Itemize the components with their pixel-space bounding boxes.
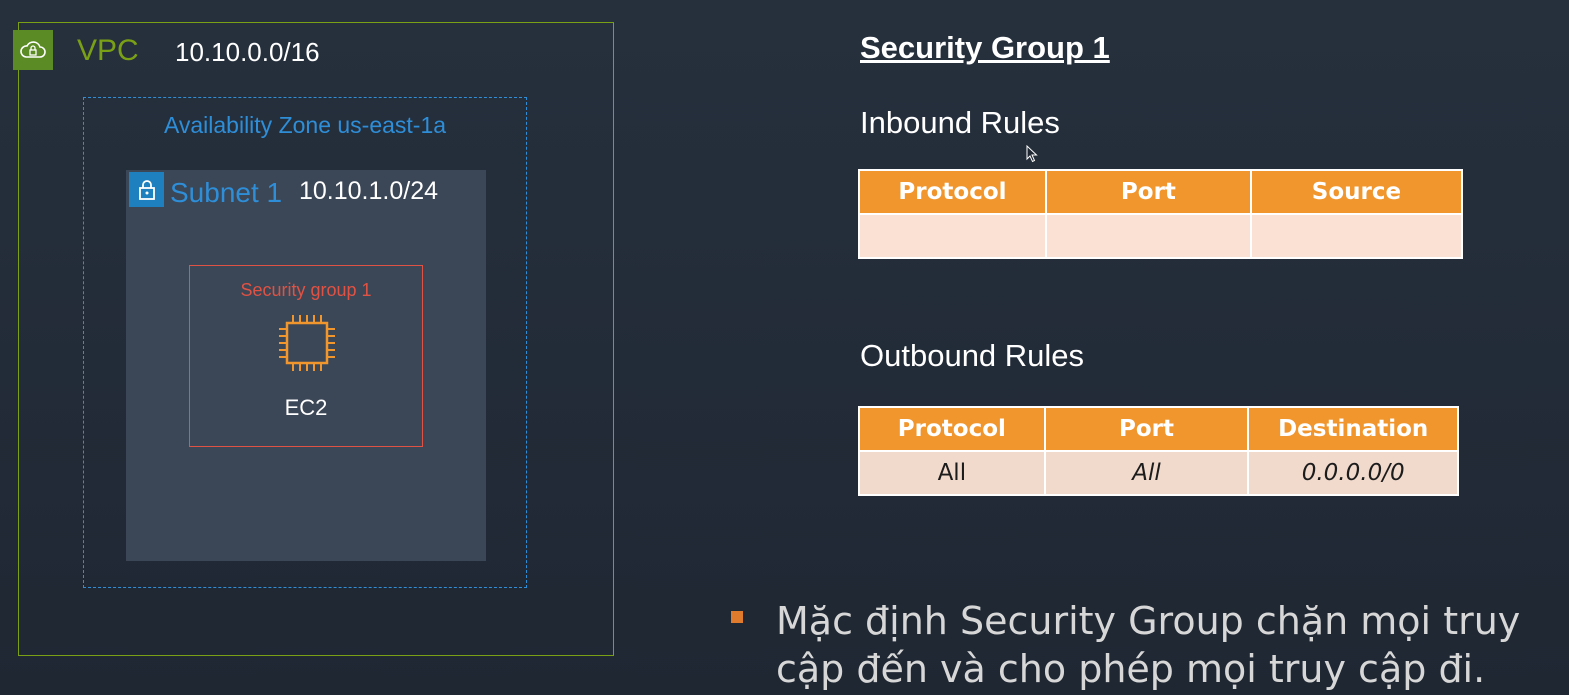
padlock-icon [129,172,164,207]
bullet-marker [731,611,743,623]
security-group-label: Security group 1 [240,280,372,300]
column-header: Destination [1247,406,1459,452]
subnet-cidr: 10.10.1.0/24 [299,177,439,205]
bullet-text: Mặc định Security Group chặn mọi truy cậ… [776,599,1521,691]
table-header-row: Protocol Port Source [858,169,1464,215]
security-group-heading: Security Group 1 [860,30,1110,65]
mouse-cursor-icon [1026,144,1038,163]
ec2-label: EC2 [284,395,328,420]
security-group-boundary [189,265,423,447]
vpc-title: VPC [77,34,139,67]
chip-icon [275,312,339,374]
table-cell [858,213,1047,259]
table-header-row: Protocol Port Destination [858,406,1459,452]
availability-zone-boundary [83,97,527,588]
table-cell: 0.0.0.0/0 [1247,450,1459,496]
inbound-rules-table: Protocol Port Source [858,169,1464,259]
column-header: Protocol [858,406,1046,452]
vpc-cidr: 10.10.0.0/16 [175,37,320,67]
cloud-lock-icon [13,30,53,70]
availability-zone-label: Availability Zone us-east-1a [163,112,447,138]
table-row: All All 0.0.0.0/0 [858,450,1459,496]
outbound-rules-table: Protocol Port Destination All All 0.0.0.… [858,406,1459,496]
table-cell: All [858,450,1046,496]
table-cell [1249,213,1464,259]
column-header: Protocol [858,169,1047,215]
inbound-rules-title: Inbound Rules [860,105,1060,140]
table-cell: All [1043,450,1250,496]
table-cell [1044,213,1252,259]
column-header: Port [1043,406,1250,452]
outbound-rules-title: Outbound Rules [860,338,1085,373]
column-header: Port [1044,169,1252,215]
column-header: Source [1249,169,1464,215]
table-row [858,213,1464,259]
vpc-boundary [18,22,614,656]
subnet-title: Subnet 1 [170,177,283,208]
